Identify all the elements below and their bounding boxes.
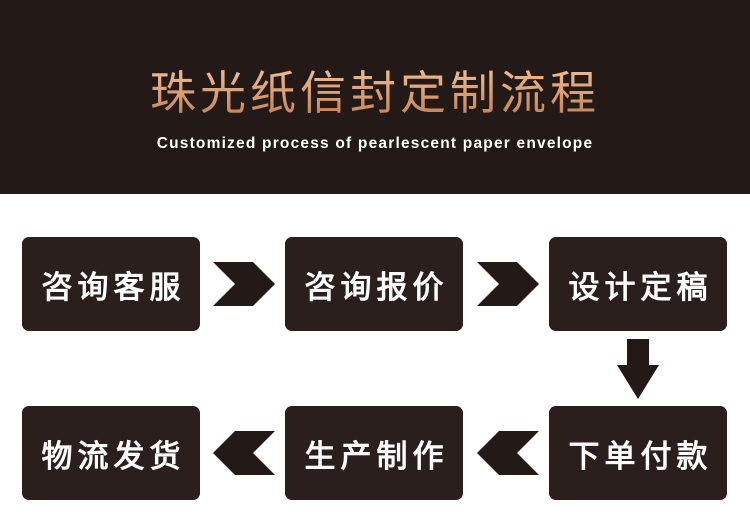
arrow-down-icon <box>617 339 659 401</box>
step-place-order-pay: 下单付款 <box>549 406 727 500</box>
step-label: 下单付款 <box>568 438 713 475</box>
step-label: 设计定稿 <box>568 269 713 306</box>
step-label: 咨询客服 <box>41 269 186 306</box>
step-consult-service: 咨询客服 <box>22 237 200 331</box>
arrow-right-icon <box>477 262 539 306</box>
page-title: 珠光纸信封定制流程 <box>0 58 750 128</box>
step-label: 物流发货 <box>41 438 186 475</box>
arrow-left-icon <box>213 431 275 475</box>
step-design-finalize: 设计定稿 <box>549 237 727 331</box>
step-consult-quote: 咨询报价 <box>285 237 463 331</box>
arrow-left-icon <box>477 431 539 475</box>
step-label: 生产制作 <box>304 438 449 475</box>
step-production: 生产制作 <box>285 406 463 500</box>
arrow-right-icon <box>213 262 275 306</box>
step-label: 咨询报价 <box>304 269 449 306</box>
page-subtitle: Customized process of pearlescent paper … <box>156 135 594 152</box>
step-logistics-shipping: 物流发货 <box>22 406 200 500</box>
header-banner: 珠光纸信封定制流程 Customized process of pearlesc… <box>0 0 750 194</box>
